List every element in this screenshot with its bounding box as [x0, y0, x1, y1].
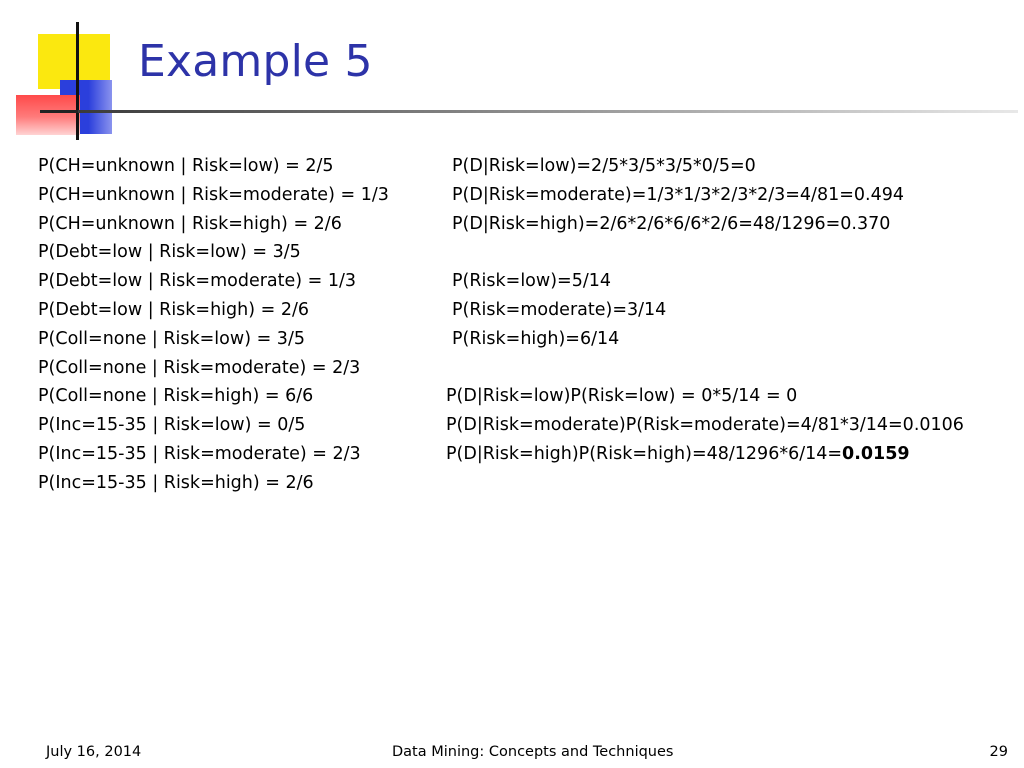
list-item: P(Coll=none | Risk=high) = 6/6 — [38, 386, 314, 407]
prior-probabilities-list: P(Risk=low)=5/14 P(Risk=moderate)=3/14 P… — [452, 267, 666, 353]
list-item: P(Coll=none | Risk=moderate) = 2/3 — [38, 357, 361, 378]
list-item: P(D|Risk=low)=2/5*3/5*3/5*0/5=0 — [452, 156, 756, 176]
slide-logo-decoration — [0, 0, 140, 145]
list-item: P(Inc=15-35 | Risk=low) = 0/5 — [38, 415, 306, 436]
list-item: P(Risk=low)=5/14 — [452, 271, 611, 291]
list-item: P(Coll=none | Risk=low) = 3/5 — [38, 328, 305, 349]
posterior-high-result: 0.0159 — [842, 443, 910, 464]
footer-title: Data Mining: Concepts and Techniques — [392, 744, 674, 760]
slide-title: Example 5 — [138, 36, 373, 87]
list-item: P(Debt=low | Risk=low) = 3/5 — [38, 242, 301, 263]
posterior-products-list: P(D|Risk=low)P(Risk=low) = 0*5/14 = 0 P(… — [446, 382, 964, 468]
list-item: P(D|Risk=high)P(Risk=high)=48/1296*6/14=… — [446, 440, 964, 469]
list-item: P(D|Risk=high)=2/6*2/6*6/6*2/6=48/1296=0… — [452, 213, 891, 234]
list-item: P(Risk=high)=6/14 — [452, 328, 620, 349]
list-item: P(D|Risk=moderate)=1/3*1/3*2/3*2/3=4/81=… — [452, 184, 904, 205]
footer-page-number: 29 — [989, 744, 1008, 760]
list-item: P(Debt=low | Risk=high) = 2/6 — [38, 299, 310, 320]
list-item: P(CH=unknown | Risk=high) = 2/6 — [38, 213, 342, 234]
footer-date: July 16, 2014 — [46, 744, 142, 760]
list-item: P(Debt=low | Risk=moderate) = 1/3 — [38, 271, 357, 292]
list-item: P(D|Risk=low)P(Risk=low) = 0*5/14 = 0 — [446, 386, 798, 406]
logo-red-square — [16, 95, 80, 135]
logo-vertical-line — [76, 22, 79, 140]
conditional-probabilities-list: P(CH=unknown | Risk=low) = 2/5 P(CH=unkn… — [38, 152, 389, 498]
logo-yellow-square — [38, 34, 110, 89]
list-item: P(Inc=15-35 | Risk=moderate) = 2/3 — [38, 443, 361, 464]
likelihood-products-list: P(D|Risk=low)=2/5*3/5*3/5*0/5=0 P(D|Risk… — [452, 152, 904, 238]
list-item: P(Inc=15-35 | Risk=high) = 2/6 — [38, 472, 314, 493]
list-item: P(CH=unknown | Risk=low) = 2/5 — [38, 156, 334, 176]
list-item: P(Risk=moderate)=3/14 — [452, 299, 667, 320]
title-underline — [78, 110, 1018, 113]
posterior-high-expression: P(D|Risk=high)P(Risk=high)=48/1296*6/14= — [446, 443, 843, 464]
list-item: P(D|Risk=moderate)P(Risk=moderate)=4/81*… — [446, 414, 964, 435]
list-item: P(CH=unknown | Risk=moderate) = 1/3 — [38, 184, 389, 205]
